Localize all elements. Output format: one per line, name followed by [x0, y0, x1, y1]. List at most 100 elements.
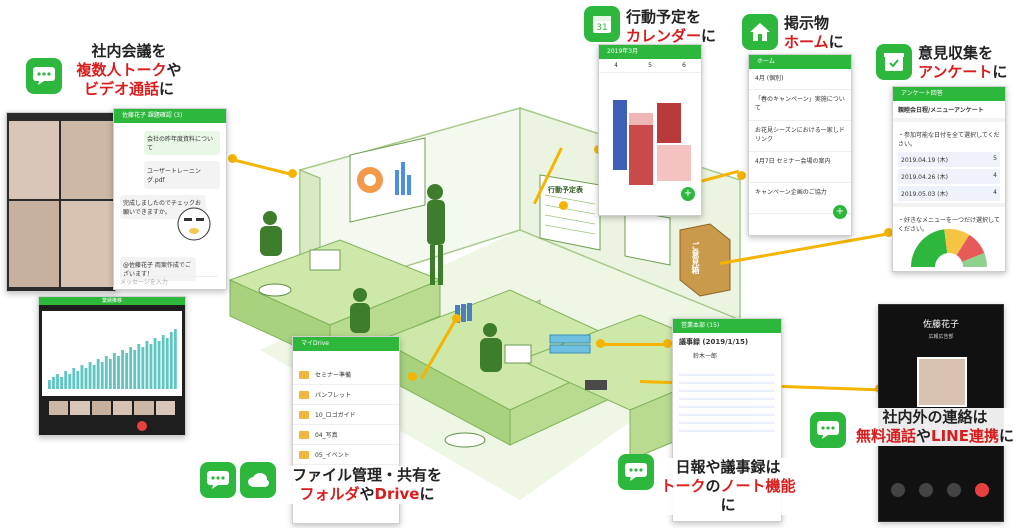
stats-bar: [137, 344, 141, 389]
caller-avatar: [917, 357, 967, 407]
cloud-icon: [240, 462, 276, 498]
home-card: ホーム 4月 (個別) 「春のキャンペーン」実施について お花見シーズンにおける…: [748, 54, 852, 236]
stats-bar: [88, 362, 92, 389]
video-tile: [61, 201, 113, 287]
caption-notes: 日報や議事録は トークのノート機能に: [658, 458, 798, 515]
note-author: 鈴木一郎: [693, 353, 718, 360]
stats-bar: [125, 353, 129, 389]
caption-external: 社内外の連絡は 無料通話やLINE連携に: [850, 408, 1020, 446]
note-heading: 議事録 (2019/1/15): [679, 338, 749, 346]
chat-bubble-icon: [618, 454, 654, 490]
chat-message: 会社の昨年度資料について: [144, 131, 220, 155]
drive-header: マイDrive: [293, 337, 399, 351]
stats-bar: [72, 368, 76, 389]
end-call-button[interactable]: [137, 421, 147, 431]
survey-header: アンケート回答: [893, 87, 1005, 101]
drive-folder-item[interactable]: 04_写真: [293, 425, 399, 445]
survey-card: アンケート回答 親睦会日程/メニューアンケート ・参加可能な日付を全て選択してく…: [892, 86, 1006, 272]
video-toggle-button[interactable]: [947, 483, 961, 497]
caller-department: 広報広告部: [928, 334, 954, 340]
stats-bar: [129, 347, 133, 389]
calendar-event: [613, 100, 627, 170]
home-header: ホーム: [749, 55, 851, 69]
stats-bar: [169, 332, 173, 389]
stats-bar: [80, 365, 84, 389]
pie-slice: [956, 234, 985, 262]
stats-bar: [121, 350, 124, 389]
stats-bar: [145, 341, 149, 389]
schedule-board-label: 行動予定表: [548, 186, 583, 194]
survey-options: 2019.04.19 (木)5 2019.04.26 (木)4 2019.05.03…: [893, 152, 1005, 201]
stats-bar: [108, 359, 112, 389]
drive-folder-item[interactable]: 10_ロゴガイド: [293, 405, 399, 425]
file-message[interactable]: ユーザートレーニング.pdf: [144, 161, 220, 189]
video-tile: [61, 121, 113, 199]
caption-board: 掲示物 ホームに: [784, 14, 844, 51]
folder-icon: [299, 450, 309, 459]
calendar-event: [657, 145, 691, 181]
pie-slice: [944, 229, 970, 256]
stats-bar: [92, 365, 96, 389]
connector-dot: [452, 314, 461, 323]
stats-screen-title: 業績推移: [39, 297, 185, 305]
drive-folder-item[interactable]: 05_イベント: [293, 445, 399, 465]
survey-question: ・参加可能な日付を全て選択してください。: [893, 118, 1005, 150]
caption-survey: 意見収集を アンケートに: [918, 44, 1008, 81]
survey-box-icon: [876, 44, 912, 80]
caption-calendar: 行動予定を カレンダーに: [626, 8, 717, 45]
calendar-header: 2019年3月: [599, 45, 701, 59]
stats-bar: [165, 338, 169, 389]
video-tile: [9, 201, 59, 287]
stats-bar: [52, 377, 55, 389]
stats-bar: [56, 374, 59, 389]
connector-dot: [596, 339, 605, 348]
connector-dot: [884, 228, 893, 237]
folder-icon: [299, 370, 309, 379]
home-post[interactable]: 4月7日 セミナー会場の案内: [749, 152, 851, 183]
add-post-button[interactable]: +: [833, 205, 847, 219]
connector-line: [600, 343, 670, 346]
home-post[interactable]: 「春のキャンペーン」実施について: [749, 90, 851, 121]
stats-bar: [113, 353, 116, 389]
mute-button[interactable]: [891, 483, 905, 497]
connector-dot: [288, 169, 297, 178]
stats-bar: [104, 356, 108, 389]
survey-heading: 親睦会日程/メニューアンケート: [898, 107, 984, 114]
home-post[interactable]: 4月 (個別): [749, 69, 851, 90]
pie-slice: [962, 253, 987, 267]
stats-bar: [141, 347, 145, 389]
note-body: [679, 368, 775, 438]
survey-option[interactable]: 2019.04.19 (木)5: [898, 152, 1000, 167]
home-post[interactable]: お花見シーズンにおける一家しドリンク: [749, 121, 851, 152]
home-post[interactable]: キャンペーン企画のご協力: [749, 183, 851, 214]
stats-bar: [133, 350, 137, 389]
chat-message: @佐藤花子 両案作成でございます！: [120, 257, 196, 281]
hang-up-button[interactable]: [975, 483, 989, 497]
survey-option[interactable]: 2019.04.26 (木)4: [898, 169, 1000, 184]
connector-dot: [663, 339, 672, 348]
survey-option[interactable]: 2019.05.03 (木)4: [898, 186, 1000, 201]
survey-question: ・好きなメニューを一つだけ選択してください。: [893, 203, 1005, 235]
chat-bubble-icon: [26, 58, 62, 94]
caption-files: ファイル管理・共有を フォルダやDriveに: [282, 466, 452, 504]
stats-bar: [60, 377, 64, 389]
folder-icon: [299, 410, 309, 419]
add-event-button[interactable]: +: [681, 187, 695, 201]
connector-dot: [408, 372, 417, 381]
speaker-button[interactable]: [919, 483, 933, 497]
folder-icon: [299, 390, 309, 399]
svg-text:31: 31: [596, 23, 607, 33]
chat-bubble-icon: [810, 412, 846, 448]
drive-folder-item[interactable]: パンフレット: [293, 385, 399, 405]
stats-chart: [42, 311, 182, 396]
calendar-event: [629, 125, 653, 185]
stats-bar: [48, 380, 51, 389]
stats-screen-card: 業績推移: [38, 296, 186, 436]
stats-bar: [68, 374, 72, 389]
drive-folder-item[interactable]: セミナー準備: [293, 365, 399, 385]
chat-input[interactable]: メッセージを入力: [120, 276, 218, 286]
calendar-icon: 31: [584, 6, 620, 42]
stats-bar: [149, 344, 153, 389]
